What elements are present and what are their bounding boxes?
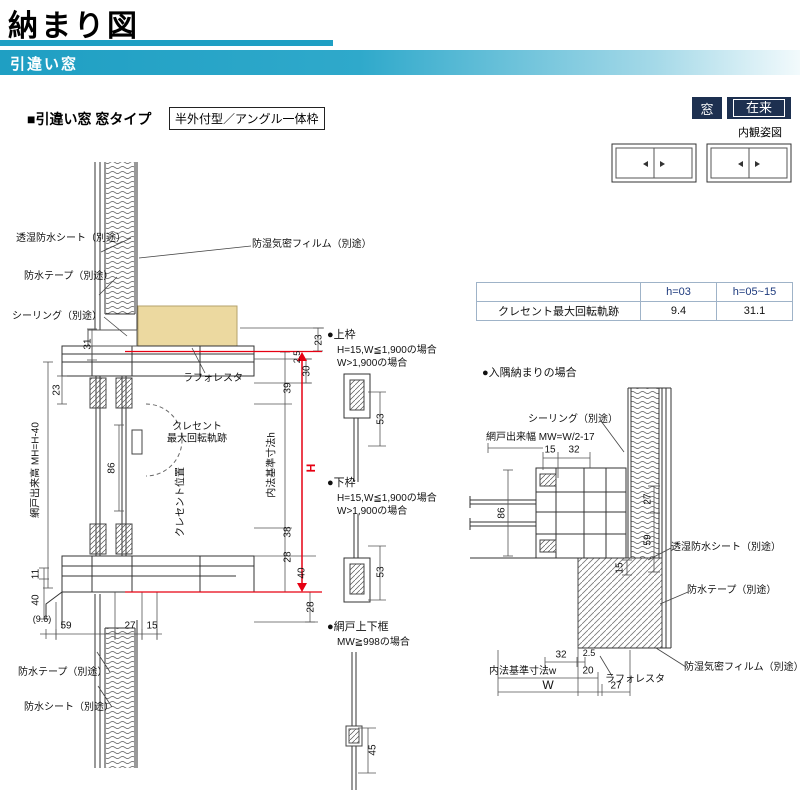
label-vapor-film-corner: 防湿気密フィルム（別途） [684, 662, 800, 673]
dim-86-corner: 86 [496, 507, 508, 519]
dim-15-corner-wall: 15 [614, 562, 626, 574]
category-banner: 引違い窓 [0, 50, 800, 75]
dim-40-upper: 40 [296, 567, 308, 579]
dim-40-lower: 40 [30, 594, 42, 606]
label-screen-height: 網戸出来高 MH=H-40 [30, 422, 42, 518]
label-laforesta-corner: ラフォレスタ [605, 674, 665, 685]
condition-top-1: H=15,W≦1,900の場合 [337, 345, 437, 356]
frame-type-box: 半外付型／アングル一体枠 [169, 107, 325, 130]
left-leader-lines [96, 237, 252, 708]
dim-45: 45 [367, 744, 379, 756]
dim-9-6: (9.6) [32, 613, 52, 624]
label-inner-dimension-h: 内法基準寸法h [266, 432, 278, 498]
dim-27: 27 [124, 620, 136, 632]
label-waterproof-tape: 防水テープ（別途） [24, 271, 114, 282]
tag-window: 窓 [692, 97, 722, 119]
wall-section [94, 162, 138, 768]
dim-32-corner-bottom: 32 [555, 649, 567, 661]
dim-H: H [304, 463, 319, 473]
dim-86: 86 [106, 462, 118, 474]
table-val-h03: 9.4 [640, 301, 717, 321]
label-sealing: シーリング（別途） [12, 311, 102, 322]
condition-screen: MW≧998の場合 [337, 637, 410, 648]
corner-detail-section [469, 387, 672, 649]
dim-59: 59 [60, 620, 72, 632]
label-crescent-position: クレセント位置 [175, 467, 187, 537]
dim-W: W [542, 678, 554, 693]
crescent-rotation-table: h=03 h=05~15 クレセント最大回転軌跡 9.4 31.1 [476, 282, 793, 321]
condition-bottom-1: H=15,W≦1,900の場合 [337, 493, 437, 504]
table-col-h03: h=03 [640, 282, 717, 302]
dim-23-left: 23 [51, 384, 63, 396]
dim-53-bottom: 53 [375, 566, 387, 578]
dim-39: 39 [282, 382, 294, 394]
section-heading: ■引違い窓 窓タイプ [27, 111, 152, 127]
elevation-caption: 内観姿図 [738, 127, 782, 139]
dim-20-corner: 20 [582, 665, 594, 677]
label-sealing-corner: シーリング（別途） [528, 414, 618, 425]
dim-28-upper: 28 [282, 551, 294, 563]
sill-section [45, 555, 255, 628]
page-title: 納まり図 [8, 10, 140, 43]
mid-detail-sections [343, 373, 386, 790]
dim-53-top: 53 [375, 413, 387, 425]
dim-30: 30 [301, 365, 313, 377]
label-waterproof-tape-bottom: 防水テープ（別途） [18, 667, 108, 678]
label-waterproof-tape-corner: 防水テープ（別途） [687, 585, 777, 596]
dim-27-corner-bottom: 27 [610, 680, 622, 692]
heading-screen-rail: ●網戸上下框 [327, 621, 389, 633]
table-row-label: クレセント最大回転軌跡 [476, 301, 641, 321]
tag-conventional: 在来 [727, 97, 791, 119]
dim-11: 11 [30, 568, 42, 580]
heading-bottom-frame: ●下枠 [327, 477, 356, 489]
dim-2-5: 2.5 [291, 350, 302, 364]
dim-31: 31 [82, 338, 94, 350]
dim-15: 15 [146, 620, 158, 632]
dim-15-corner-top: 15 [544, 444, 556, 456]
label-breathable-sheet: 透湿防水シート（別途） [16, 233, 126, 244]
table-val-h0515: 31.1 [716, 301, 793, 321]
label-screen-width: 網戸出来幅 MW=W/2-17 [486, 432, 595, 443]
label-crescent-line1: クレセント [172, 421, 222, 433]
condition-top-2: W>1,900の場合 [337, 358, 408, 369]
tag-conventional-label: 在来 [732, 99, 785, 117]
dim-32-corner-top: 32 [568, 444, 580, 456]
dim-38: 38 [282, 526, 294, 538]
banner-label: 引違い窓 [10, 56, 79, 73]
label-vapor-film: 防湿気密フィルム（別途） [252, 239, 372, 250]
dim-23-top-right: 23 [313, 334, 325, 346]
corner-leader-lines [599, 420, 689, 677]
label-crescent-line2: 最大回転軌跡 [167, 433, 227, 445]
table-col-h0515: h=05~15 [716, 282, 793, 302]
label-breathable-sheet-corner: 透湿防水シート（別途） [671, 542, 781, 553]
label-waterproof-sheet-bottom: 防水シート（別途） [24, 702, 114, 713]
left-dimension-lines [39, 327, 324, 640]
glazing-section [89, 376, 183, 556]
dim-28-bottom: 28 [305, 601, 317, 613]
h-dimension-red [125, 350, 322, 593]
title-underline [0, 40, 333, 46]
corner-dimension-lines [487, 443, 660, 696]
dim-27-corner: 27 [642, 493, 654, 505]
dim-59-corner: 59 [642, 534, 654, 546]
elevation-window-icons [611, 143, 792, 183]
heading-top-frame: ●上枠 [327, 329, 356, 341]
heading-corner-detail: ●入隅納まりの場合 [482, 367, 577, 379]
label-inner-dimension-w: 内法基準寸法w [489, 666, 557, 677]
dim-2-5-corner: 2.5 [582, 647, 596, 658]
condition-bottom-2: W>1,900の場合 [337, 506, 408, 517]
label-laforesta: ラフォレスタ [183, 373, 243, 384]
